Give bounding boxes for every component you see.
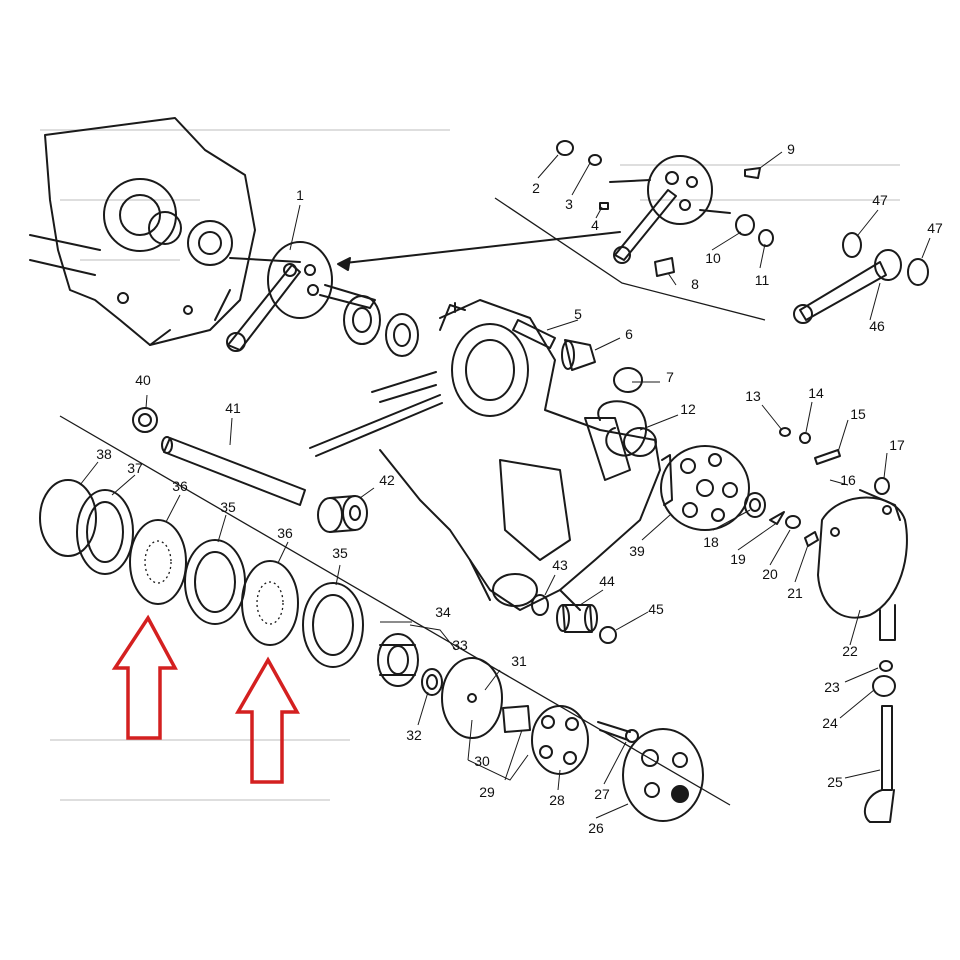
part-label-18: 18	[703, 534, 719, 550]
part-label-42: 42	[379, 472, 395, 488]
red-arrow-second	[234, 656, 300, 784]
part-label-27: 27	[594, 786, 610, 802]
cover-16	[817, 489, 908, 641]
part-label-46: 46	[869, 318, 885, 334]
bushing-42	[317, 495, 368, 533]
gear-33	[377, 633, 419, 687]
springs-27	[597, 721, 639, 743]
part-label-34: 34	[435, 604, 451, 620]
washer-32	[421, 668, 443, 696]
pin-5	[512, 319, 556, 349]
steel-plate-35-first	[184, 539, 246, 625]
clip-19	[769, 511, 785, 525]
part-label-40: 40	[135, 372, 151, 388]
key-21	[804, 531, 819, 547]
part-label-47: 47	[872, 192, 888, 208]
part-label-43: 43	[552, 557, 568, 573]
crankshaft-assembly	[226, 231, 621, 352]
part-label-8: 8	[691, 276, 699, 292]
part-label-4: 4	[591, 217, 599, 233]
central-crankcase	[309, 299, 661, 611]
top-right-parts	[556, 140, 774, 277]
part-label-29: 29	[479, 784, 495, 800]
part-label-41: 41	[225, 400, 241, 416]
part-label-10: 10	[705, 250, 721, 266]
crankcase-half	[29, 117, 256, 346]
conrod-46	[793, 249, 902, 324]
part-label-36: 36	[172, 478, 188, 494]
part-label-15: 15	[850, 406, 866, 422]
plate-31	[441, 657, 503, 739]
axle-41	[161, 436, 306, 506]
part-label-21: 21	[787, 585, 803, 601]
washer-18	[744, 492, 766, 518]
washer-40	[132, 407, 158, 433]
drum-26	[622, 728, 704, 822]
circlip-12	[597, 400, 647, 457]
part-label-9: 9	[787, 141, 795, 157]
washer-43	[531, 594, 549, 616]
part-label-1: 1	[296, 187, 304, 203]
part-label-45: 45	[648, 601, 664, 617]
ring-38	[39, 479, 97, 557]
part-label-30: 30	[474, 753, 490, 769]
fastener-13-14-15	[779, 427, 841, 465]
plate-37	[76, 489, 134, 575]
part-label-16: 16	[840, 472, 856, 488]
bush-30	[502, 705, 531, 733]
part-label-26: 26	[588, 820, 604, 836]
kickstart-parts	[863, 660, 896, 823]
part-label-11: 11	[755, 272, 770, 288]
section-divider-lines	[59, 197, 766, 806]
washer-47-left	[842, 232, 862, 258]
part-label-6: 6	[625, 326, 633, 342]
part-label-39: 39	[629, 543, 645, 559]
part-label-24: 24	[822, 715, 838, 731]
leader-lines	[79, 151, 931, 819]
part-label-19: 19	[730, 551, 746, 567]
hub-28	[531, 705, 589, 775]
part-label-28: 28	[549, 792, 565, 808]
highlight-arrows	[111, 614, 300, 784]
part-label-12: 12	[680, 401, 696, 417]
washer-47-right	[907, 258, 929, 286]
part-label-31: 31	[511, 653, 527, 669]
part-label-44: 44	[599, 573, 615, 589]
part-label-2: 2	[532, 180, 540, 196]
part-label-13: 13	[745, 388, 761, 404]
part-label-17: 17	[889, 437, 905, 453]
part-label-36: 36	[277, 525, 293, 541]
part-label-33: 33	[452, 637, 468, 653]
background-ghost-lines	[40, 129, 900, 801]
part-label-38: 38	[96, 446, 112, 462]
bush-44	[556, 604, 598, 633]
part-label-22: 22	[842, 643, 858, 659]
part-label-23: 23	[824, 679, 840, 695]
bush-6	[561, 339, 596, 371]
red-arrow-first	[111, 614, 178, 740]
part-label-14: 14	[808, 385, 824, 401]
nut-20	[785, 515, 801, 529]
part-label-20: 20	[762, 566, 778, 582]
part-label-35: 35	[332, 545, 348, 561]
washer-45	[599, 626, 617, 644]
part-label-35: 35	[220, 499, 236, 515]
part-label-25: 25	[827, 774, 843, 790]
part-label-32: 32	[406, 727, 422, 743]
part-label-47: 47	[927, 220, 943, 236]
part-label-3: 3	[565, 196, 573, 212]
friction-disc-36-first	[129, 519, 187, 605]
crank-bearings	[343, 295, 419, 357]
friction-disc-36-second	[241, 560, 299, 646]
part-label-7: 7	[666, 369, 674, 385]
part-label-37: 37	[127, 460, 143, 476]
steel-plate-35-second	[302, 582, 364, 668]
part-label-5: 5	[574, 306, 582, 322]
plug-17	[874, 477, 890, 495]
clutch-drum-39	[660, 445, 750, 531]
